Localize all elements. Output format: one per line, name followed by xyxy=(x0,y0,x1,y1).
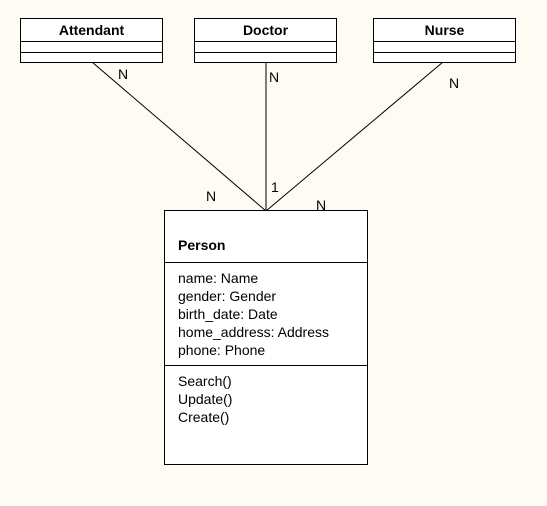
operation-create: Create() xyxy=(178,409,230,425)
class-person-operations: Search() Update() Create() xyxy=(165,366,367,432)
class-doctor-name: Doctor xyxy=(195,19,336,42)
class-attendant[interactable]: Attendant xyxy=(20,18,163,63)
multiplicity-nurse-end: N xyxy=(449,75,460,91)
attribute-name: name: Name xyxy=(178,270,259,286)
class-attendant-operations xyxy=(21,53,162,63)
attribute-birth-date: birth_date: Date xyxy=(178,306,278,322)
class-person[interactable]: Person name: Name gender: Gender birth_d… xyxy=(164,210,368,465)
operation-search: Search() xyxy=(178,373,232,389)
class-doctor-attributes xyxy=(195,42,336,53)
class-nurse-name: Nurse xyxy=(374,19,515,42)
multiplicity-person-nurse-end: N xyxy=(316,197,327,213)
attribute-home-address: home_address: Address xyxy=(178,324,329,340)
multiplicity-doctor-end: N xyxy=(269,69,280,85)
multiplicity-attendant-end: N xyxy=(118,66,129,82)
attribute-phone: phone: Phone xyxy=(178,342,266,358)
class-person-attributes: name: Name gender: Gender birth_date: Da… xyxy=(165,263,367,366)
class-doctor-operations xyxy=(195,53,336,63)
class-nurse-operations xyxy=(374,53,515,63)
class-attendant-attributes xyxy=(21,42,162,53)
association-attendant-person[interactable] xyxy=(91,61,267,212)
operation-update: Update() xyxy=(178,391,233,407)
class-doctor[interactable]: Doctor xyxy=(194,18,337,63)
class-person-name: Person xyxy=(165,211,367,263)
multiplicity-person-doctor-end: 1 xyxy=(271,179,279,195)
class-nurse-attributes xyxy=(374,42,515,53)
attribute-gender: gender: Gender xyxy=(178,288,277,304)
class-nurse[interactable]: Nurse xyxy=(373,18,516,63)
class-attendant-name: Attendant xyxy=(21,19,162,42)
multiplicity-person-attendant-end: N xyxy=(206,188,217,204)
association-nurse-person[interactable] xyxy=(265,61,444,212)
